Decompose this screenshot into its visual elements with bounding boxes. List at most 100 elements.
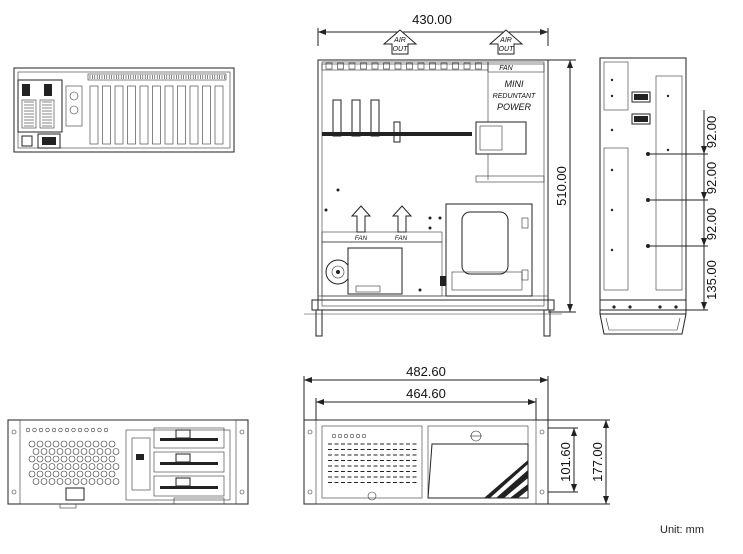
rivet-dot [428,226,432,230]
vent-hole [68,440,76,448]
rivet-dot [610,128,614,132]
vent-hole [44,470,52,478]
vent-hole [96,463,104,470]
front-overall-height: 177.00 [590,442,605,482]
vent-hole [44,440,52,448]
vent-hole [52,455,60,463]
expansion-slot [139,85,149,145]
vent-hole [64,478,72,485]
psu-label-3: POWER [497,102,532,112]
expansion-slot [127,85,136,145]
top-width-dimension: 430.00 [412,12,452,27]
vent-hole [104,448,112,455]
vent-hole [96,478,104,485]
vent-hole [108,440,116,448]
vent-hole [84,440,92,448]
vent-hole [104,463,112,470]
expansion-slot [114,85,124,145]
led-indicator [51,427,57,433]
fan-left-label: FAN [355,235,368,242]
expansion-slot [214,85,224,145]
vent-hole [88,448,96,455]
vent-hole [56,448,64,455]
air-out-label-1b: OUT [393,46,409,53]
led-indicator [38,427,44,433]
vent-hole [40,448,48,455]
vent-hole [56,463,64,470]
top-slot [406,62,413,70]
vent-hole [108,455,116,463]
top-slot [325,62,333,70]
led-indicator [77,427,83,433]
vent-hole [72,463,80,470]
led-indicator [58,427,63,433]
vent-hole [100,470,108,478]
led-indicator [45,427,50,433]
led-indicator [32,427,37,433]
vent-hole [80,463,88,470]
vent-hole [48,478,56,485]
side-dim-2: 92.00 [704,162,719,195]
side-dim-4: 135.00 [704,260,719,300]
vent-hole [32,463,40,470]
fan-mid-label: FAN [395,235,408,242]
vent-hole [48,463,56,470]
rivet-dot [428,216,432,220]
rivet-dot [324,208,328,212]
vent-hole [40,478,48,485]
air-out-label-2b: OUT [499,46,515,53]
vent-hole [52,440,60,448]
top-slot [475,62,482,70]
led-indicator [355,433,361,439]
rivet-dot [438,216,442,220]
air-out-label-2a: AIR [499,37,512,44]
led-indicator [25,427,31,433]
fan-top-label: FAN [499,65,513,72]
expansion-slot [202,85,211,145]
led-indicator [97,427,102,433]
rivet-dot [418,288,422,292]
front-view-closed: 482.60 464.60 101.60 [303,364,610,505]
led-indicator [103,427,109,433]
vent-hole [76,455,84,463]
vent-hole [44,455,52,463]
vent-hole [68,470,76,478]
expansion-slot [89,85,99,145]
vent-hole [64,463,72,470]
vent-hole [68,455,76,463]
front-view-open [7,419,249,509]
vent-hole [60,440,68,448]
vent-hole [80,478,88,485]
top-slot [429,62,436,70]
top-slot [371,62,379,70]
vent-hole [88,463,96,470]
led-indicator [71,427,76,433]
top-slot [360,62,367,70]
top-slot [348,62,356,70]
top-slot [383,62,390,70]
vent-hole [36,455,44,463]
vent-hole [48,448,56,455]
expansion-slot [189,85,199,145]
top-slot [452,62,459,70]
expansion-slot [102,85,111,145]
vent-hole [96,448,104,455]
front-inner-width: 464.60 [406,386,446,401]
rear-view [13,67,235,153]
rivet-dot [610,78,614,82]
vent-hole [84,470,92,478]
top-view: 430.00 510.00 AIR OUT AIR OUT [304,12,576,337]
vent-hole [92,455,100,463]
vent-hole [112,478,120,485]
side-dim-3: 92.00 [704,208,719,241]
rivet-dot [610,94,614,98]
expansion-slot [177,85,186,145]
rivet-dot [610,208,614,212]
vent-hole [32,478,40,485]
expansion-slot [152,85,161,145]
vent-hole [112,463,120,470]
vent-hole [52,470,60,478]
air-out-arrow-1: AIR OUT [382,29,418,55]
side-dim-1: 92.00 [704,116,719,149]
